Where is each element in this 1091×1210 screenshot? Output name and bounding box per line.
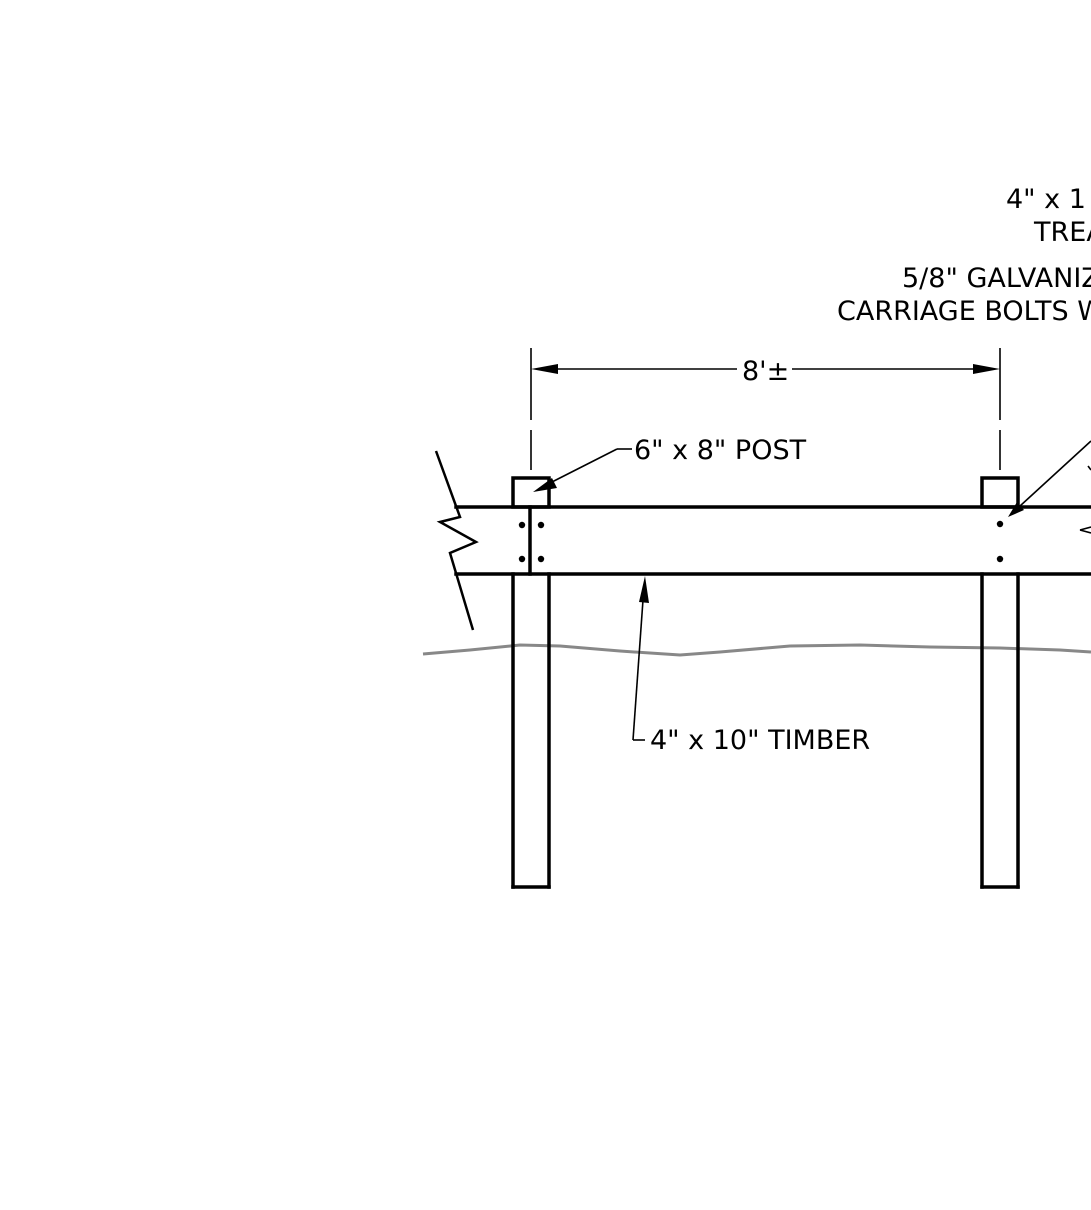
label-bolt-line-1: 5/8" GALVANIZ [902,263,1091,294]
right-edge-arrow [1079,526,1091,534]
label-post: 6" x 8" POST [634,435,807,466]
extension-lines [530,348,1001,470]
right-post [980,476,1020,889]
break-line [434,450,479,631]
timber-leader [632,576,649,741]
label-bolt-line-2: CARRIAGE BOLTS W/ [837,296,1091,327]
label-top-line-2: TREA [1033,217,1091,248]
label-timber: 4" x 10" TIMBER [650,725,870,756]
ground-line [422,643,1091,657]
label-top-line-1: 4" x 1 [1006,184,1086,215]
label-spacing: 8'± [742,356,789,387]
spacing-dimension [531,364,1000,374]
post-leader [533,448,632,492]
carriage-bolts [518,520,1004,563]
dimension-arrow-left [531,364,558,374]
dimension-arrow-right [973,364,1000,374]
timber-rail [454,505,1091,576]
